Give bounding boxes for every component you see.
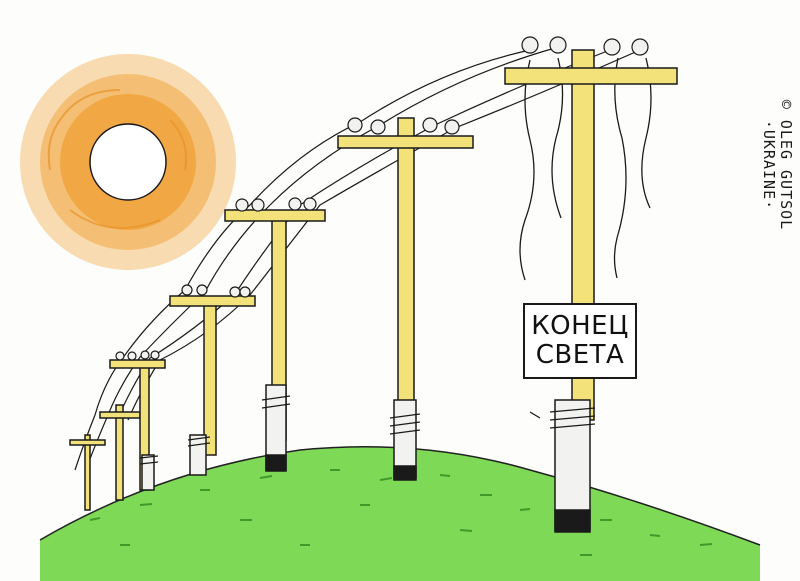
rope-bindings <box>139 395 596 465</box>
sun <box>20 54 236 270</box>
sign-line-2: СВЕТА <box>535 340 625 370</box>
sign-line-1: КОНЕЦ <box>531 311 629 341</box>
end-of-world-sign: КОНЕЦ СВЕТА <box>523 303 637 379</box>
grass-hill <box>39 446 761 581</box>
artist-credit: © OLEG GUTSOL ·UKRAINE· <box>760 85 795 245</box>
insulators <box>115 36 649 361</box>
credit-author: © OLEG GUTSOL <box>777 99 795 231</box>
credit-country: ·UKRAINE· <box>760 119 778 211</box>
